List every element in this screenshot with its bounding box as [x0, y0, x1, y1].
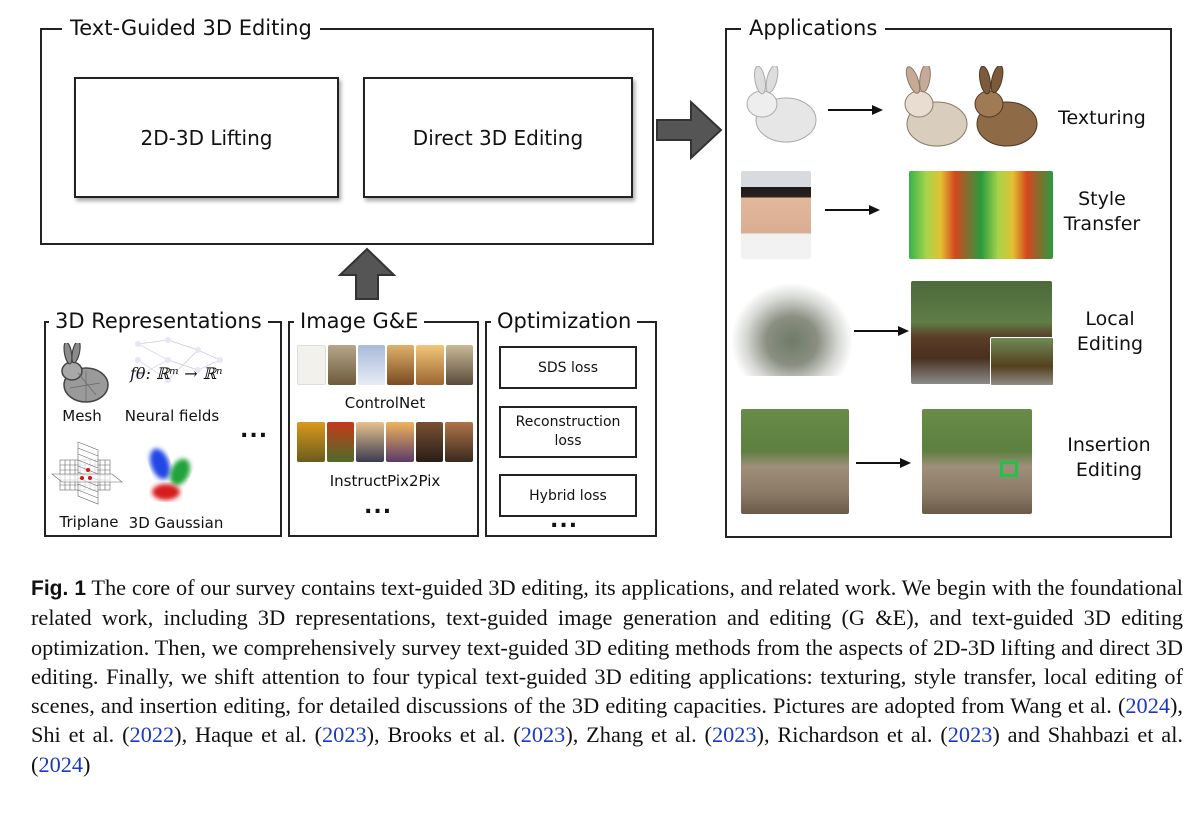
optimization-title: Optimization	[491, 308, 638, 334]
up-arrow-icon	[337, 247, 397, 300]
citation-link[interactable]: 2023	[947, 722, 993, 748]
right-arrow-icon	[828, 105, 883, 115]
style-transfer-image	[909, 171, 1053, 259]
optimization-more: ...	[550, 508, 579, 533]
bear-edit-inset-image	[990, 337, 1054, 386]
representations-more: ...	[240, 418, 269, 443]
applications-title: Applications	[741, 15, 886, 41]
citation-link[interactable]: 2022	[129, 722, 175, 748]
mesh-label: Mesh	[62, 407, 102, 425]
white-bunny-image	[746, 66, 817, 143]
texturing-label: Texturing	[1058, 107, 1146, 129]
neural-fields-label: Neural fields	[124, 407, 220, 425]
neural-network-icon	[135, 337, 223, 383]
controlnet-image-strip	[297, 345, 473, 385]
hybrid-loss-label: Hybrid loss	[529, 487, 607, 504]
citation-link[interactable]: 2024	[38, 751, 84, 777]
citation-link[interactable]: 2024	[1125, 693, 1170, 719]
right-arrow-icon	[656, 99, 723, 161]
sds-loss-label: SDS loss	[537, 359, 599, 376]
editing-panel-title: Text-Guided 3D Editing	[62, 15, 320, 41]
instructpix2pix-label: InstructPix2Pix	[329, 472, 441, 490]
gaussian-icon	[149, 448, 191, 500]
right-arrow-icon	[854, 326, 909, 336]
caption-text: The core of our survey contains text-gui…	[31, 575, 1184, 719]
lifting-label: 2D-3D Lifting	[140, 125, 273, 150]
table-scene-image	[741, 409, 849, 514]
style-transfer-label: Style Transfer	[1063, 188, 1141, 235]
insertion-editing-label: Insertion Editing	[1067, 434, 1151, 481]
local-editing-label: Local Editing	[1076, 308, 1144, 355]
hybrid-loss-box: Hybrid loss	[499, 474, 637, 517]
right-arrow-icon	[856, 458, 911, 468]
citation-link[interactable]: 2023	[711, 722, 757, 748]
representations-title: 3D Representations	[49, 308, 268, 334]
scene-capture-image	[732, 284, 852, 376]
figure-label: Fig. 1	[31, 577, 87, 600]
image-ge-more: ...	[364, 494, 393, 519]
neural-field-formula: fθ: ℝᵐ → ℝⁿ	[130, 364, 223, 383]
bunny-mesh-icon	[61, 343, 109, 403]
triplane-icon	[51, 441, 123, 505]
lifting-box: 2D-3D Lifting	[74, 77, 339, 198]
editing-panel	[40, 28, 654, 245]
instructpix2pix-image-strip	[297, 422, 474, 462]
portrait-photo-image	[741, 171, 811, 259]
direct-editing-box: Direct 3D Editing	[363, 77, 633, 198]
controlnet-label: ControlNet	[344, 394, 426, 412]
reconstruction-loss-label: Reconstruction loss	[515, 414, 621, 449]
citation-link[interactable]: 2023	[520, 722, 566, 748]
figure-caption: Fig. 1 The core of our survey contains t…	[31, 575, 1184, 777]
reconstruction-loss-box: Reconstruction loss	[499, 406, 637, 458]
applications-panel	[725, 28, 1172, 538]
right-arrow-icon	[825, 205, 880, 215]
gaussian-label: 3D Gaussian	[128, 514, 224, 532]
image-ge-title: Image G&E	[294, 308, 425, 334]
sds-loss-box: SDS loss	[499, 346, 637, 389]
triplane-label: Triplane	[59, 513, 119, 531]
textured-bunnies-image	[904, 66, 1038, 147]
insertion-highlight-box	[1000, 461, 1018, 477]
direct-editing-label: Direct 3D Editing	[412, 125, 584, 150]
citation-link[interactable]: 2023	[322, 722, 367, 748]
